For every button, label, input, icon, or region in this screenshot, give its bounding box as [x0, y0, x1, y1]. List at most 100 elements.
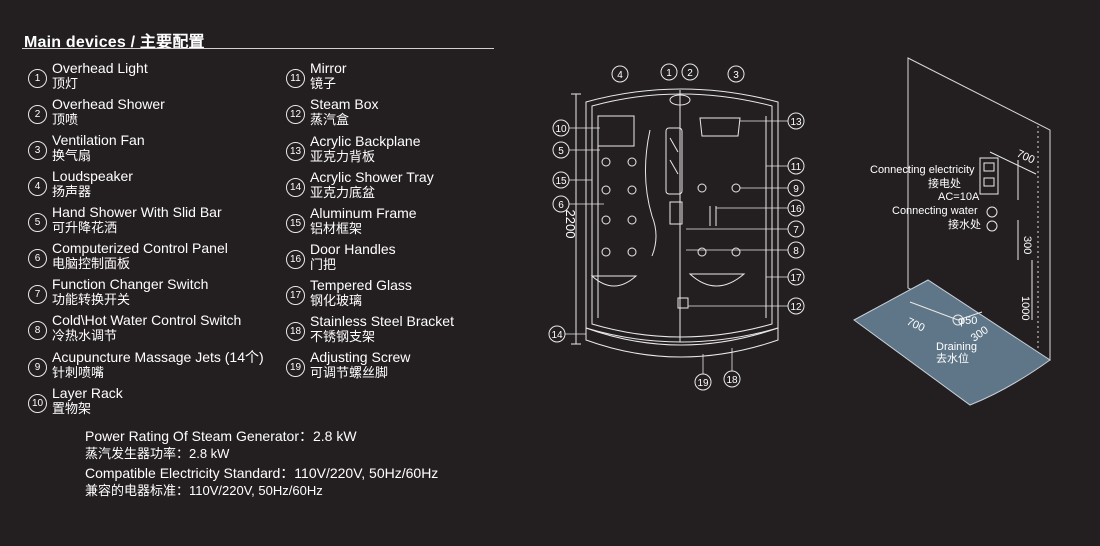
svg-text:17: 17	[790, 273, 802, 284]
shower-cabin-diagram: 2200 1 2 3 4 5 6 7 8 9 10 11 12 13 14 15…	[548, 63, 805, 391]
device-number: 9	[28, 358, 47, 377]
floor-area	[853, 279, 1051, 406]
spec-power-en: Power Rating Of Steam Generator：2.8 kW	[85, 428, 357, 444]
svg-text:9: 9	[793, 184, 799, 195]
callout-17: 17	[787, 268, 805, 286]
svg-text:11: 11	[791, 162, 802, 173]
top-rack-shape	[699, 117, 741, 137]
device-name-cn: 镜子	[310, 76, 337, 91]
callout-14: 14	[548, 325, 566, 343]
device-name-en: Function Changer Switch	[52, 276, 209, 292]
callout-1: 1	[660, 63, 678, 81]
device-number: 10	[28, 394, 47, 413]
control-panel-shape	[669, 201, 683, 225]
device-number: 17	[286, 286, 305, 305]
device-number: 3	[28, 141, 47, 160]
svg-text:1: 1	[666, 68, 672, 79]
device-name-en: Hand Shower With Slid Bar	[52, 204, 222, 220]
spec-power: Power Rating Of Steam Generator：2.8 kW 蒸…	[85, 428, 357, 462]
callout-9: 9	[787, 179, 805, 197]
svg-text:8: 8	[793, 246, 799, 257]
svg-text:3: 3	[733, 70, 739, 81]
device-name-en: Computerized Control Panel	[52, 240, 228, 256]
svg-text:6: 6	[558, 200, 564, 211]
water-inlet-cold	[986, 220, 998, 232]
device-name-cn: 不锈钢支架	[310, 329, 376, 344]
callout-2: 2	[681, 63, 699, 81]
device-name-en: Loudspeaker	[52, 168, 133, 184]
device-name-cn: 可升降花洒	[52, 220, 118, 235]
device-number: 11	[286, 69, 305, 88]
overhead-light-shape	[669, 94, 691, 106]
connecting-electricity-label: Connecting electricity	[870, 164, 975, 176]
device-name-cn: 电脑控制面板	[52, 256, 131, 271]
callout-10: 10	[552, 119, 570, 137]
mirror-shape	[597, 115, 635, 147]
device-name-en: Overhead Shower	[52, 96, 165, 112]
device-name-cn: 门把	[310, 257, 337, 272]
spec-electricity: Compatible Electricity Standard：110V/220…	[85, 465, 438, 499]
electricity-ac-label: AC=10A	[938, 191, 980, 203]
spec-elec-en: Compatible Electricity Standard：110V/220…	[85, 465, 439, 481]
device-name-cn: 可调节螺丝脚	[310, 365, 389, 380]
device-number: 2	[28, 105, 47, 124]
device-name-en: Aluminum Frame	[310, 205, 417, 221]
callout-15: 15	[552, 171, 570, 189]
device-name-cn: 铝材框架	[310, 221, 363, 236]
callout-6: 6	[552, 195, 570, 213]
device-name-en: Adjusting Screw	[310, 349, 411, 365]
device-number: 6	[28, 249, 47, 268]
device-name-cn: 扬声器	[52, 184, 92, 199]
device-name-en: Steam Box	[310, 96, 379, 112]
device-number: 7	[28, 285, 47, 304]
connecting-water-label: Connecting water	[892, 205, 978, 217]
svg-text:5: 5	[558, 146, 564, 157]
device-number: 16	[286, 250, 305, 269]
shower-tray-shape	[585, 327, 779, 358]
device-name-en: Stainless Steel Bracket	[310, 313, 454, 329]
device-number: 12	[286, 105, 305, 124]
device-name-en: Acrylic Shower Tray	[310, 169, 434, 185]
device-name-cn: 冷热水调节	[52, 328, 118, 343]
device-number: 18	[286, 322, 305, 341]
callout-4: 4	[611, 65, 629, 83]
svg-text:19: 19	[697, 378, 709, 389]
device-name-en: Acupuncture Massage Jets (14个)	[52, 349, 264, 365]
device-number: 19	[286, 358, 305, 377]
svg-text:13: 13	[790, 117, 802, 128]
svg-text:2: 2	[687, 68, 693, 79]
device-number: 13	[286, 142, 305, 161]
device-name-en: Door Handles	[310, 241, 396, 257]
device-number: 5	[28, 213, 47, 232]
device-name-en: Tempered Glass	[310, 277, 412, 293]
device-name-cn: 顶灯	[52, 76, 79, 91]
callout-16: 16	[787, 199, 805, 217]
device-name-cn: 蒸汽盒	[310, 112, 350, 127]
device-number: 15	[286, 214, 305, 233]
door-handle-shape	[709, 206, 717, 226]
device-name-cn: 亚克力背板	[310, 149, 376, 164]
callout-19: 19	[694, 373, 712, 391]
draining-label: Draining	[936, 341, 977, 353]
device-name-cn: 顶喷	[52, 112, 79, 127]
connecting-electricity-label-cn: 接电处	[928, 177, 961, 190]
water-inlet-hot	[986, 206, 998, 218]
right-bowl	[688, 273, 746, 287]
draining-label-cn: 去水位	[936, 351, 969, 365]
page-title: Main devices / 主要配置	[24, 34, 205, 51]
device-name-en: Acrylic Backplane	[310, 133, 421, 149]
device-name-cn: 钢化玻璃	[310, 293, 363, 308]
